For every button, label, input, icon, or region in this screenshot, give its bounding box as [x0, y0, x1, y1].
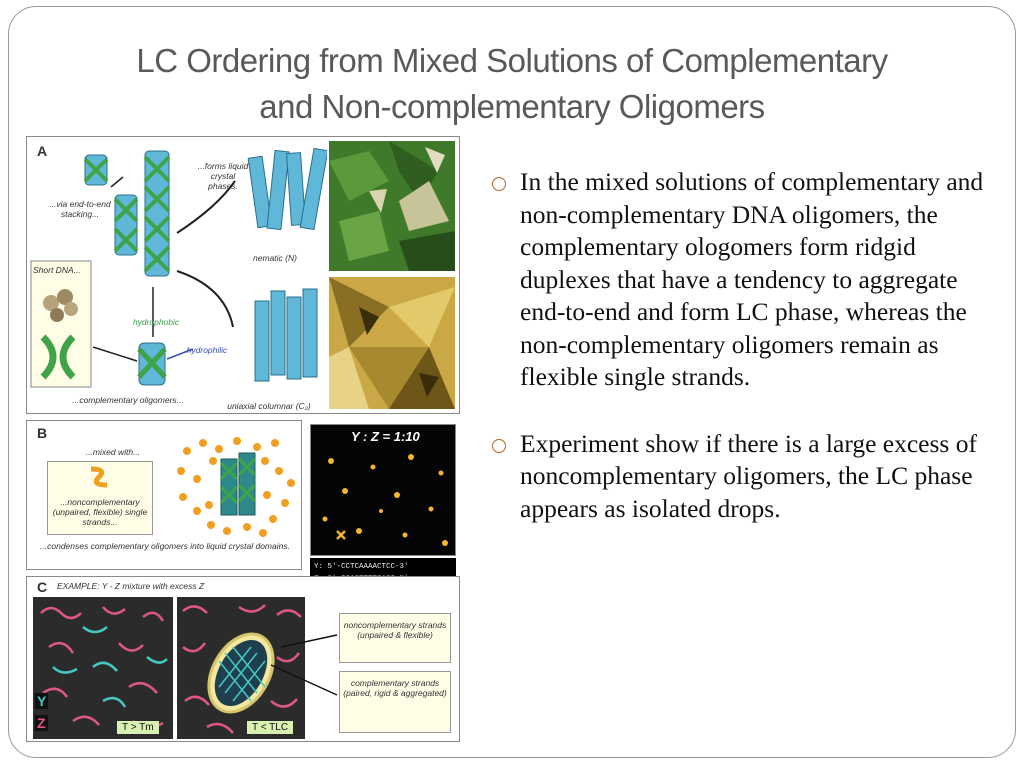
- short-dna-label: Short DNA...: [33, 265, 81, 275]
- via-stacking-label: ...via end-to-end stacking...: [49, 199, 111, 219]
- lc-drops: [322, 454, 448, 546]
- single-strand-icon: [90, 466, 108, 488]
- hydrophilic-label: hydrophilic: [186, 345, 228, 355]
- hydrophobic-label: hydrophobic: [132, 317, 180, 327]
- comp-callout-text: complementary strands (paired, rigid & a…: [343, 678, 447, 698]
- comp-callout: complementary strands (paired, rigid & a…: [339, 671, 451, 733]
- bullet-list: In the mixed solutions of complementary …: [490, 166, 990, 559]
- condenses-label: ...condenses complementary oligomers int…: [40, 541, 290, 551]
- aggregated-strands: [182, 604, 302, 734]
- panel-b-letter: B: [37, 425, 48, 441]
- example-label: EXAMPLE: Y - Z mixture with excess Z: [57, 581, 205, 591]
- nematic-label: nematic (N): [253, 253, 297, 263]
- forms-lc-label: ...forms liquid crystal phases.: [197, 161, 249, 191]
- circle-bullet-icon: [492, 438, 506, 453]
- bullet-text: Experiment show if there is a large exce…: [520, 428, 977, 523]
- lc-domain-drawing: [177, 437, 295, 537]
- double-helix-icon: [40, 334, 76, 380]
- arrow-icon: [176, 180, 236, 234]
- dna-molecule-icon: [43, 289, 78, 322]
- strands-low-temp: T < TLC: [177, 597, 305, 739]
- short-duplex-icon: [83, 154, 109, 186]
- ratio-label: Y : Z = 1:10: [351, 429, 420, 444]
- arrow-icon: [166, 348, 194, 360]
- nematic-texture: [329, 141, 455, 271]
- complementary-label: ...complementary oligomers...: [72, 395, 184, 405]
- bullet-item: In the mixed solutions of complementary …: [490, 166, 990, 394]
- noncomp-callout-text: noncomplementary strands (unpaired & fle…: [343, 620, 447, 640]
- callout-arrows: [270, 634, 338, 696]
- columnar-micrograph: [329, 277, 455, 409]
- circle-bullet-icon: [492, 177, 506, 191]
- panel-c-letter: C: [37, 579, 48, 595]
- slide-title: LC Ordering from Mixed Solutions of Comp…: [40, 38, 984, 130]
- columnar-texture: [329, 277, 455, 409]
- z-tag: Z: [35, 715, 48, 731]
- random-strands: [40, 606, 168, 729]
- bullet-item: Experiment show if there is a large exce…: [490, 428, 990, 526]
- stacked-duplexes-icon: [113, 150, 171, 277]
- panel-c: C EXAMPLE: Y - Z mixture with excess Z Y…: [26, 576, 460, 742]
- drops-micrograph: Y : Z = 1:10: [310, 424, 456, 556]
- panel-a: A: [26, 136, 460, 414]
- noncomplementary-label: ...noncomplementary (unpaired, flexible)…: [52, 497, 148, 527]
- y-tag: Y: [35, 693, 49, 709]
- panel-a-letter: A: [37, 143, 48, 159]
- noncomp-callout: noncomplementary strands (unpaired & fle…: [339, 613, 451, 663]
- amphiphilic-duplex-icon: [137, 342, 167, 386]
- arrow-icon: [176, 270, 234, 328]
- title-line-2: and Non-complementary Oligomers: [259, 88, 765, 125]
- title-line-1: LC Ordering from Mixed Solutions of Comp…: [136, 42, 888, 79]
- strands-high-temp: Y Z T > Tm: [33, 597, 173, 739]
- mixed-with-label: ...mixed with...: [85, 447, 141, 457]
- arrow-icon: [110, 176, 124, 188]
- temp-low-label: T < TLC: [247, 721, 294, 734]
- nematic-micrograph: [329, 141, 455, 271]
- panel-b: B ...mixed with... ...noncomplementary (…: [26, 420, 302, 570]
- short-dna-box: [30, 260, 92, 388]
- dna-lc-figure: A: [26, 136, 462, 744]
- temp-high-label: T > Tm: [117, 721, 159, 734]
- columnar-label: uniaxial columnar (C₂): [227, 401, 311, 411]
- sequence-y: Y: 5'-CCTCAAAACTCC-3': [314, 563, 409, 571]
- bullet-text: In the mixed solutions of complementary …: [520, 167, 984, 391]
- columnar-columns-icon: [254, 288, 318, 382]
- nematic-columns-icon: [247, 147, 327, 231]
- arrow-icon: [92, 346, 138, 362]
- panel-a-schematic: [30, 147, 327, 388]
